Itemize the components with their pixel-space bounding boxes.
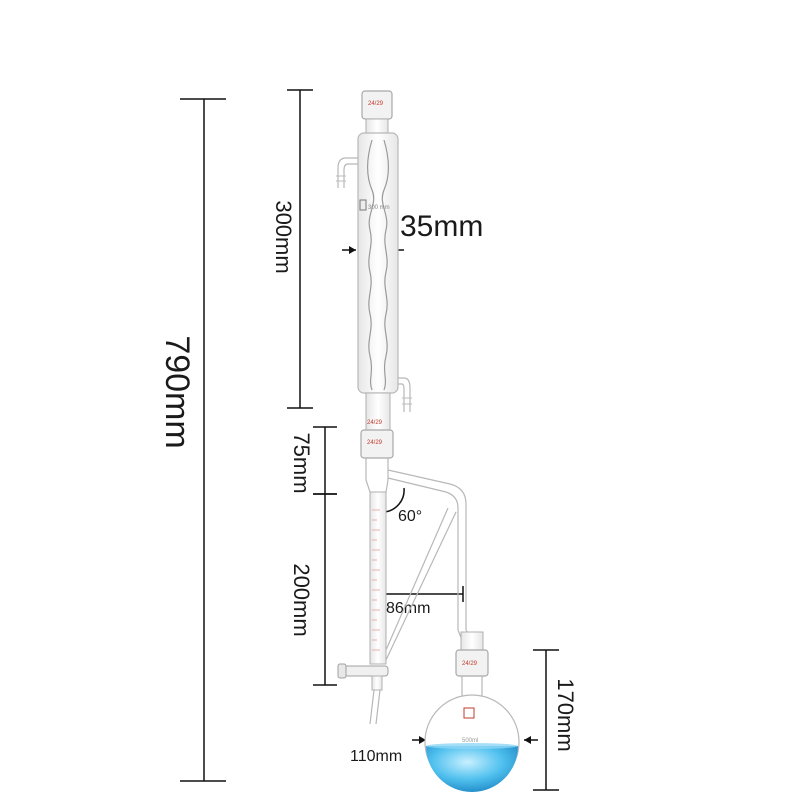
overall-height-dimension: 790mm (158, 98, 226, 782)
side-arm-spacing-label: 86mm (386, 600, 430, 617)
flask-neck-joint-label: 24/29 (462, 661, 478, 667)
condenser-bottom-joint-label: 24/29 (367, 420, 383, 426)
flask-volume-mark: 500ml (462, 738, 478, 744)
flask-neck-joint: 24/29 (455, 649, 489, 700)
condenser-length-label: 300mm (271, 200, 296, 273)
trap-height-label: 200mm (289, 563, 314, 636)
side-arm-angle-dimension: 60° (383, 487, 422, 525)
adapter-height-label: 75mm (289, 432, 314, 493)
flask-liquid (426, 746, 518, 792)
trap-top-joint: 24/29 (360, 429, 394, 459)
flask-diameter-dimension: 110mm (350, 736, 538, 765)
overall-height-label: 790mm (158, 335, 196, 448)
dean-stark-trap (365, 458, 467, 665)
stopcock (337, 663, 389, 725)
condenser-body: 300 mm (357, 132, 399, 394)
lower-hose-connector (398, 377, 412, 412)
flask-height-label: 170mm (553, 678, 578, 751)
condenser-top-joint: 24/29 (361, 90, 393, 134)
condenser-capacity-mark: 300 mm (368, 205, 390, 211)
condenser-length-dimension: 300mm (271, 89, 313, 409)
condenser-diameter-label: 35mm (400, 210, 483, 243)
upper-hose-connector (336, 157, 358, 188)
flask-diameter-label: 110mm (350, 748, 402, 765)
flask-height-dimension: 170mm (533, 649, 578, 791)
side-arm-spacing-dimension: 86mm (379, 586, 464, 617)
condenser-top-joint-label: 24/29 (368, 101, 384, 107)
round-bottom-flask: 500ml (424, 694, 520, 792)
flask-connector-joint (457, 629, 484, 651)
side-arm-angle-label: 60° (398, 508, 422, 525)
graduation-scale (372, 509, 380, 651)
trap-height-dimension: 200mm (289, 493, 337, 686)
condenser-bottom-joint: 24/29 (365, 392, 391, 434)
adapter-height-dimension: 75mm (289, 426, 337, 495)
trap-top-joint-label: 24/29 (367, 440, 383, 446)
